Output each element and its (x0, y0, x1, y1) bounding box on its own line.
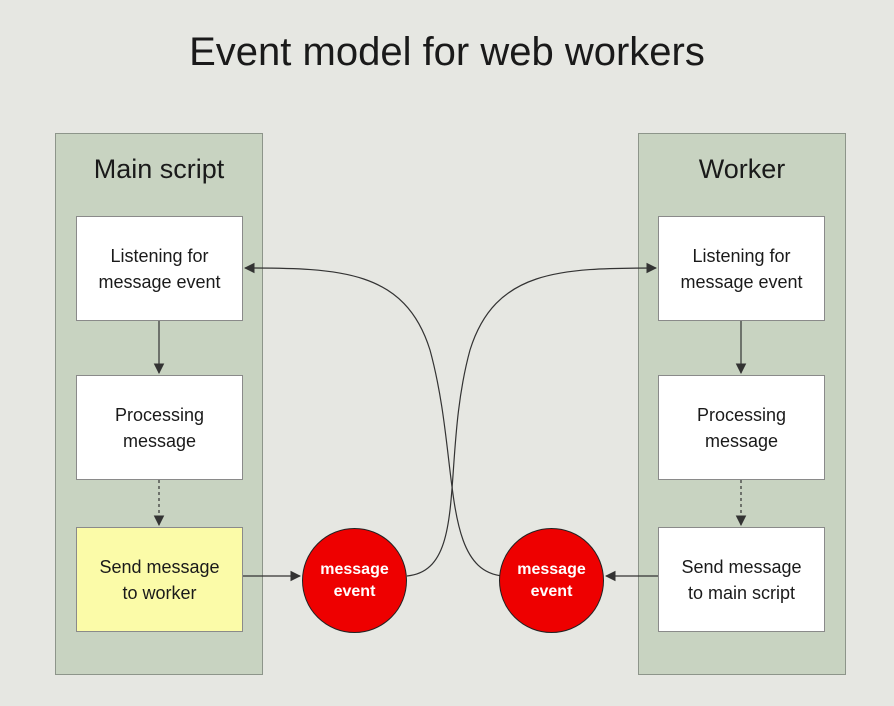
worker-send-box: Send message to main script (658, 527, 825, 632)
main-listening-box: Listening for message event (76, 216, 243, 321)
main-send-box: Send message to worker (76, 527, 243, 632)
event-to-worker-listening-curve (406, 262, 658, 577)
main-processing-box: Processing message (76, 375, 243, 480)
diagram-title: Event model for web workers (189, 30, 705, 74)
main-script-title: Main script (93, 154, 225, 184)
worker-listening-box: Listening for message event (658, 216, 825, 321)
worker-title: Worker (698, 154, 786, 184)
event-to-main-listening-curve (243, 262, 504, 577)
message-event-to-main: message event (499, 528, 604, 633)
message-event-to-worker: message event (302, 528, 407, 633)
worker-processing-box: Processing message (658, 375, 825, 480)
